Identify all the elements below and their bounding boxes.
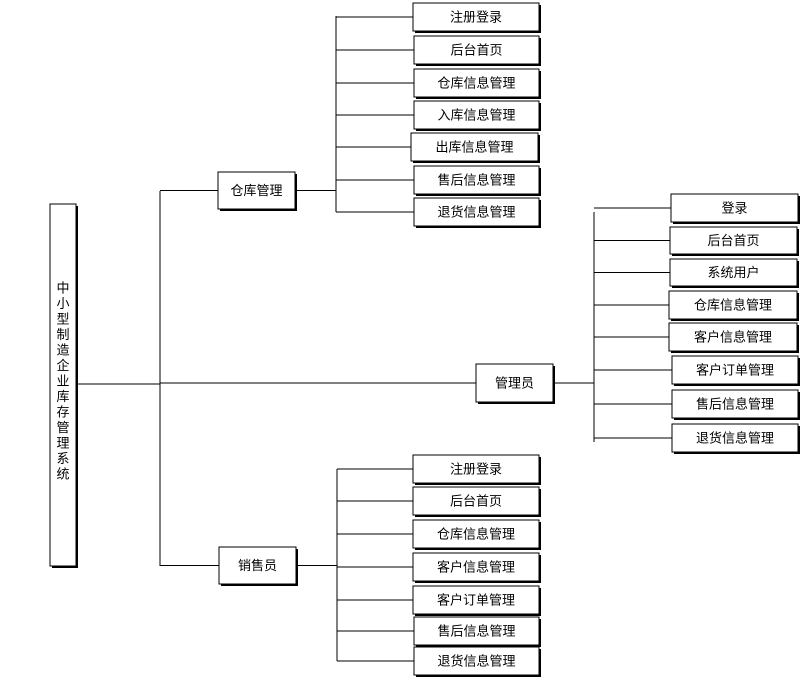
leaf-node-label: 系统用户: [707, 265, 759, 281]
leaf-node-label: 客户信息管理: [694, 330, 772, 346]
root-label-char: 管: [56, 421, 69, 436]
leaf-node: 后台首页: [669, 226, 799, 256]
leaf-node-label: 后台首页: [707, 234, 759, 249]
root-label-char: 小: [56, 297, 69, 312]
leaf-node: 仓库信息管理: [413, 68, 541, 99]
leaf-node-label: 退货信息管理: [696, 431, 774, 447]
leaf-node-label: 售后信息管理: [437, 624, 515, 640]
root-label-char: 业: [56, 375, 69, 390]
leaf-node-label: 客户信息管理: [437, 560, 515, 576]
root-label-char: 制: [56, 328, 69, 343]
leaf-node: 入库信息管理: [413, 100, 541, 131]
root-label-char: 统: [56, 468, 69, 483]
leaf-node: 售后信息管理: [413, 165, 541, 196]
root-label-char: 中: [56, 282, 69, 297]
root-label-char: 型: [56, 313, 69, 328]
leaf-node: 退货信息管理: [671, 423, 800, 454]
leaf-node: 客户订单管理: [671, 355, 800, 386]
leaf-node: 退货信息管理: [413, 197, 541, 228]
leaf-node-label: 客户订单管理: [437, 593, 515, 609]
leaf-node-label: 仓库信息管理: [694, 298, 772, 314]
leaf-node: 售后信息管理: [671, 389, 800, 420]
branch-node-label: 销售员: [238, 558, 277, 574]
leaf-node: 注册登录: [412, 454, 541, 485]
leaf-node: 退货信息管理: [413, 646, 541, 677]
root-label-char: 存: [56, 406, 69, 421]
root-label-char: 系: [56, 452, 69, 467]
leaf-node-label: 登录: [721, 202, 747, 217]
leaf-node-label: 客户订单管理: [696, 363, 774, 379]
leaf-node-label: 后台首页: [450, 44, 502, 59]
root-label-char: 造: [56, 344, 69, 359]
branch-node-label: 管理员: [495, 377, 534, 392]
branch-node: 销售员: [218, 546, 298, 586]
leaf-node-label: 仓库信息管理: [437, 76, 515, 92]
leaf-node-label: 注册登录: [450, 11, 502, 26]
diagram-nodes: 中小型制造企业库存管理系统注册登录后台首页仓库信息管理入库信息管理出库信息管理售…: [49, 2, 800, 677]
leaf-node: 客户信息管理: [412, 552, 541, 583]
leaf-node: 客户信息管理: [668, 322, 799, 353]
leaf-node: 系统用户: [669, 258, 799, 288]
leaf-node: 仓库信息管理: [668, 290, 799, 321]
leaf-node-label: 入库信息管理: [437, 108, 515, 124]
root-label-char: 库: [56, 389, 69, 405]
leaf-node-label: 仓库信息管理: [437, 527, 515, 543]
leaf-node-label: 后台首页: [450, 495, 502, 510]
leaf-node: 售后信息管理: [413, 616, 541, 647]
branch-node: 仓库管理: [217, 171, 297, 211]
root-label-char: 理: [56, 437, 69, 452]
leaf-node: 客户订单管理: [412, 585, 541, 616]
leaf-node: 登录: [670, 193, 800, 224]
leaf-node-label: 退货信息管理: [437, 205, 515, 221]
leaf-node: 后台首页: [413, 35, 541, 66]
root-label-char: 企: [56, 358, 69, 374]
leaf-node-label: 出库信息管理: [435, 140, 513, 156]
leaf-node: 后台首页: [412, 486, 541, 517]
leaf-node-label: 注册登录: [450, 463, 502, 478]
leaf-node-label: 退货信息管理: [437, 654, 515, 670]
leaf-node-label: 售后信息管理: [437, 173, 515, 189]
leaf-node-label: 售后信息管理: [696, 397, 774, 413]
branch-node: 管理员: [475, 363, 555, 404]
branch-node-label: 仓库管理: [230, 183, 282, 199]
leaf-node: 仓库信息管理: [412, 519, 541, 550]
connector-lines: [76, 16, 672, 662]
leaf-node: 注册登录: [412, 2, 541, 33]
leaf-node: 出库信息管理: [410, 132, 540, 163]
